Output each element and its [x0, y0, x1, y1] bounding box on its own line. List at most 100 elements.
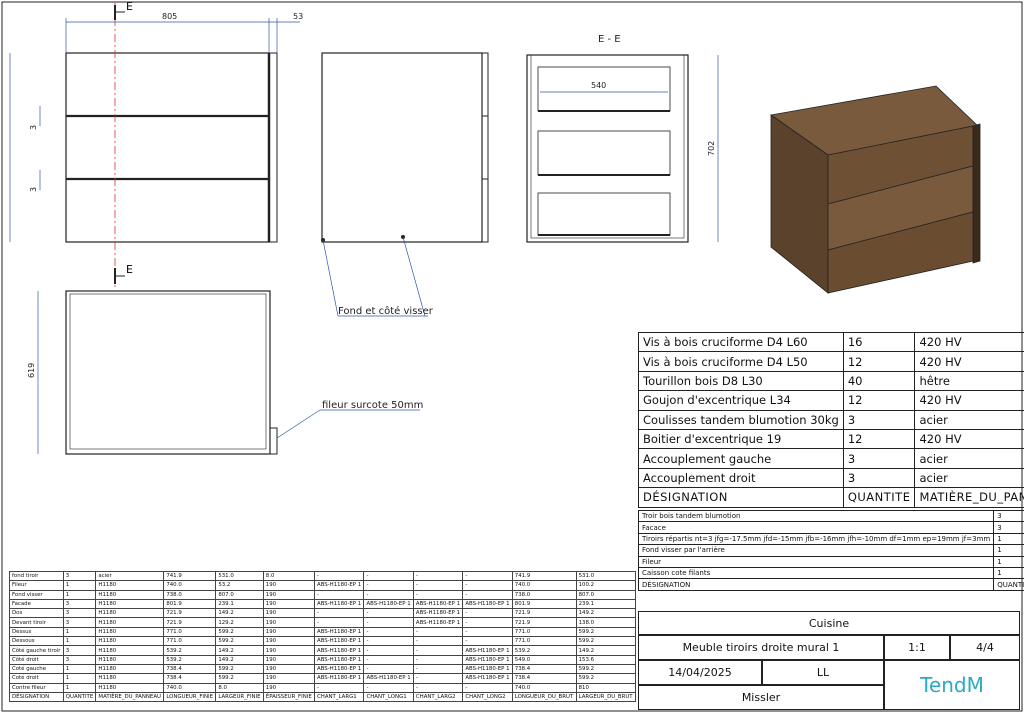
cut-list-cell: Dos: [9, 608, 64, 619]
dim-inner-label: 540: [591, 81, 606, 90]
cut-list-cell: ABS-H1180-EP 1: [314, 598, 365, 610]
subassembly-row: Tiroirs répartis nt=3 jfg=-17.5mm jfd=-1…: [637, 532, 1024, 546]
cut-list-cell: -: [462, 608, 513, 619]
cut-list-cell: 599.2: [215, 626, 264, 638]
subassembly-designation: Fond visser par l'arrière: [637, 544, 995, 557]
cut-list-cell: Coté droit: [9, 673, 64, 684]
subassembly-qty: 1: [993, 544, 1024, 557]
cut-list-cell: Fileur: [9, 580, 64, 591]
top-view: [65, 290, 278, 455]
cut-list-header-cell: LONGUEUR_DU_BRUT: [511, 691, 577, 703]
cut-list-header-cell: CHANT_LARG1: [314, 691, 365, 703]
title-block: Cuisine Meuble tiroirs droite mural 1 1:…: [638, 611, 1020, 710]
hardware-qty: 3: [842, 467, 916, 489]
hardware-material: 420 HV: [914, 331, 1024, 353]
cut-list-cell: Contre fileur: [9, 682, 64, 693]
cut-list-cell: -: [363, 570, 414, 582]
cut-list-cell: H1180: [95, 589, 165, 600]
cut-list-cell: 138.0: [575, 617, 637, 628]
cut-list-cell: ABS-H1180-EP 1: [314, 645, 365, 656]
scale: 1:1: [884, 635, 950, 660]
hardware-qty: 40: [842, 370, 916, 392]
cut-list-cell: acier: [95, 570, 165, 582]
cut-list-cell: 1: [62, 589, 97, 600]
hardware-designation: Goujon d'excentrique L34: [638, 390, 844, 411]
cut-list-cell: -: [363, 608, 414, 619]
cut-list-header-cell: QUANTITE: [62, 691, 97, 703]
cut-list-cell: Côté droit: [9, 654, 64, 665]
section-mark-bottom: E: [126, 263, 133, 276]
cut-list-cell: 810: [575, 682, 637, 693]
cut-list-header-cell: LARGEUR_FINIE: [215, 691, 264, 703]
cut-list-cell: ABS-H1180-EP 1: [412, 617, 464, 628]
logo-text: TendM: [920, 673, 984, 697]
cut-list-cell: H1180: [95, 636, 165, 647]
cut-list-header-cell: LONGUEUR_FINIE: [163, 691, 217, 703]
subassembly-qty: 1: [993, 566, 1024, 580]
cut-list-cell: Côté gauche tiroir: [9, 645, 64, 656]
cut-list-cell: -: [462, 589, 513, 600]
cut-list-cell: H1180: [95, 608, 165, 619]
cut-list-cell: 3: [62, 608, 97, 619]
cut-list-cell: 801.9: [163, 598, 217, 610]
cut-list-cell: 531.0: [215, 570, 264, 582]
cut-list-cell: 771.0: [163, 636, 217, 647]
cut-list-cell: -: [412, 645, 464, 656]
cut-list-cell: 149.2: [575, 608, 637, 619]
cut-list-cell: 599.2: [215, 663, 264, 675]
date: 14/04/2025: [638, 660, 762, 685]
isometric-view: [769, 85, 981, 294]
cut-list-cell: -: [412, 654, 464, 665]
subassembly-designation: Troir bois tandem blumotion: [637, 509, 995, 523]
cut-list-cell: 738.4: [163, 673, 217, 684]
cut-list-cell: -: [412, 626, 464, 638]
cut-list-cell: 599.2: [575, 626, 637, 638]
cut-list-cell: ABS-H1180-EP 1: [363, 673, 414, 684]
hardware-designation: Accouplement droit: [638, 467, 844, 489]
hardware-designation: Vis à bois cruciforme D4 L60: [638, 331, 844, 353]
cut-list-cell: 3: [62, 645, 97, 656]
cut-list-cell: 3: [62, 598, 97, 610]
cut-list-cell: H1180: [95, 673, 165, 684]
cut-list-cell: 771.0: [163, 626, 217, 638]
subassembly-header-designation: DÉSIGNATION: [637, 578, 995, 591]
cut-list-cell: 190: [262, 654, 316, 665]
cut-list-cell: -: [314, 570, 365, 582]
cut-list-cell: 3: [62, 654, 97, 665]
subassembly-designation: Tiroirs répartis nt=3 jfg=-17.5mm jfd=-1…: [637, 532, 995, 546]
cut-list-cell: 190: [262, 608, 316, 619]
cut-list-cell: 721.9: [163, 608, 217, 619]
cut-list-cell: 771.0: [511, 626, 577, 638]
cut-list-cell: -: [363, 589, 414, 600]
project-name: Cuisine: [638, 611, 1020, 635]
cut-list-cell: 721.9: [511, 608, 577, 619]
cut-list-cell: -: [363, 617, 414, 628]
cut-list-cell: H1180: [95, 617, 165, 628]
cut-list-cell: 190: [262, 645, 316, 656]
cut-list-cell: 190: [262, 626, 316, 638]
hardware-qty: 3: [842, 448, 916, 469]
school: Missler: [638, 685, 884, 710]
hardware-designation: Vis à bois cruciforme D4 L50: [638, 351, 844, 372]
cut-list-header-cell: CHANT_LONG2: [462, 691, 513, 703]
subassembly-qty: 1: [993, 555, 1024, 568]
cut-list-cell: 771.0: [511, 636, 577, 647]
cut-list-cell: 599.2: [575, 636, 637, 647]
subassembly-designation: Caisson cote filants: [637, 566, 995, 580]
cut-list-cell: H1180: [95, 598, 165, 610]
cut-list-cell: 190: [262, 580, 316, 591]
cut-list-cell: 738.4: [511, 663, 577, 675]
logo: TendM: [884, 660, 1020, 710]
hardware-designation: Tourillon bois D8 L30: [638, 370, 844, 392]
